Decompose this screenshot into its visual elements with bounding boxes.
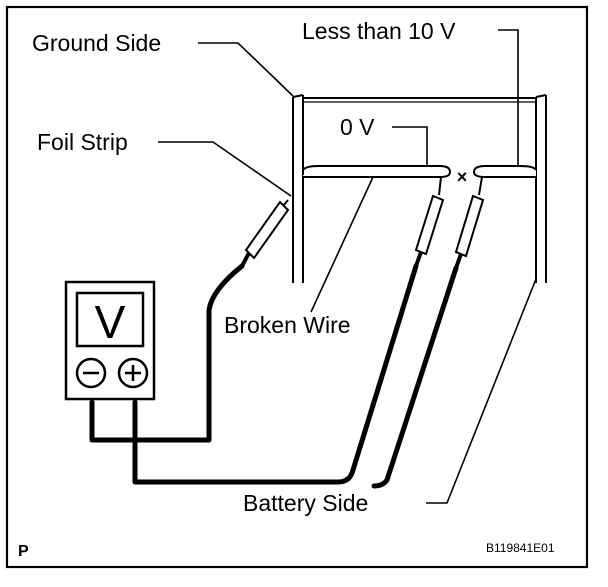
positive-lead [132,263,419,485]
foil-strip-leader [158,141,292,197]
figure-border [5,5,589,569]
less-than-10v-label: Less than 10 V [302,18,456,44]
zero-v-label: 0 V [340,114,375,140]
test-probe-icon [454,176,485,269]
ground-side-leader [198,42,294,97]
ground-side-bus-bar [292,94,304,283]
ground-side-label: Ground Side [32,30,161,56]
heater-wire-right-segment [472,165,537,178]
voltmeter-icon: V [64,280,156,401]
heater-wire-top [303,97,536,103]
leader-lines [158,29,537,504]
test-probe-icon [240,199,290,267]
test-leads [89,263,459,489]
meter-display-text: V [95,296,126,348]
foil-strip-label: Foil Strip [37,129,128,155]
corner-letter: P [18,543,29,560]
broken-wire-label: Broken Wire [224,312,351,338]
meter-display [75,291,145,348]
battery-side-label: Battery Side [243,490,368,516]
break-mark: × [457,167,468,187]
zero-v-leader [392,126,428,166]
battery-side-bus-bar [535,94,547,283]
broken-wire-leader [310,176,374,313]
less-than-10v-leader [498,29,519,166]
test-probe-icon [414,176,445,267]
heater-wire-left-segment [302,165,452,178]
negative-lead [89,263,245,443]
figure-code: B119841E01 [486,541,555,555]
second-positive-lead [371,265,459,489]
battery-side-leader [426,278,537,504]
